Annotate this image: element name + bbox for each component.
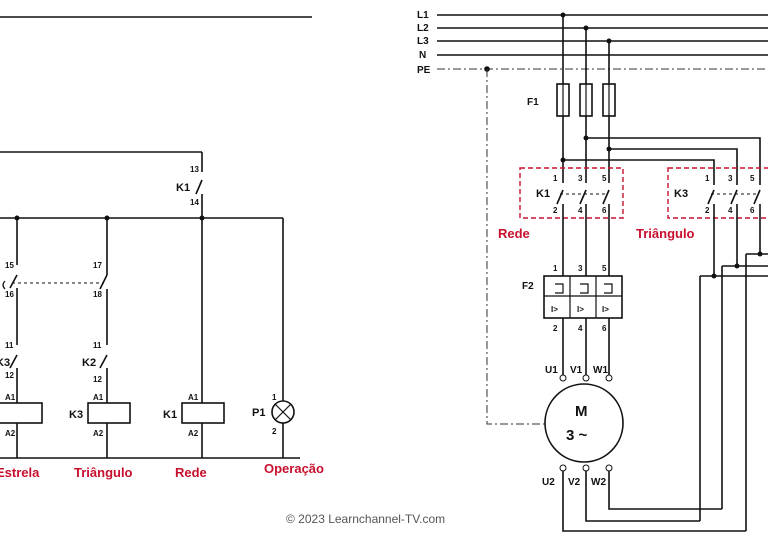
relay-terminal-6: 6 xyxy=(602,324,607,333)
triangulo-contact-bottom: 18 xyxy=(93,290,102,299)
lamp-bottom-terminal: 2 xyxy=(272,427,277,436)
relay-terminal-2: 2 xyxy=(553,324,558,333)
estrela-caption: Estrela xyxy=(0,465,40,480)
motor: M 3 ~ U1 V1 W1 U2 V2 W2 xyxy=(542,365,624,488)
fuses-f1: F1 xyxy=(527,83,616,117)
estrela-nc-bottom: 12 xyxy=(5,371,14,380)
power-circuit: L1 L2 L3 N PE F1 xyxy=(417,10,768,532)
relay-symbol-3: I> xyxy=(602,305,609,314)
estrela-coil-top: A1 xyxy=(5,393,16,402)
control-circuit: 13 K1 14 15 16 11 K3 12 A1 A2 Estrela xyxy=(0,16,324,480)
k3-terminal-1: 1 xyxy=(705,174,710,183)
fuse-label: F1 xyxy=(527,97,539,108)
column-rede: A1 K1 A2 Rede xyxy=(163,218,225,480)
k3-label: K3 xyxy=(674,188,688,200)
estrela-nc-top: 11 xyxy=(5,341,14,350)
k1-terminal-2: 2 xyxy=(553,206,558,215)
relay-terminal-5: 5 xyxy=(602,264,607,273)
rede-caption: Rede xyxy=(175,465,207,480)
k1-hold-contact: 13 K1 14 xyxy=(176,165,203,218)
k1-hold-label: K1 xyxy=(176,182,190,194)
k3-terminal-4: 4 xyxy=(728,206,733,215)
column-triangulo: 17 18 11 K2 12 A1 K3 A2 Triângulo xyxy=(69,218,133,480)
pe-wire xyxy=(486,69,546,425)
line-l3-label: L3 xyxy=(417,36,429,47)
k1-hold-bottom-terminal: 14 xyxy=(190,198,199,207)
k3-terminal-5: 5 xyxy=(750,174,755,183)
copyright-text: © 2023 Learnchannel-TV.com xyxy=(286,512,445,526)
k1-hold-top-terminal: 13 xyxy=(190,165,199,174)
triangulo-nc-bottom: 12 xyxy=(93,375,102,384)
relay-terminal-1: 1 xyxy=(553,264,558,273)
relay-label: F2 xyxy=(522,281,534,292)
lamp-top-terminal: 1 xyxy=(272,393,277,402)
line-pe-label: PE xyxy=(417,65,431,76)
k1-terminal-1: 1 xyxy=(553,174,558,183)
relay-terminal-3: 3 xyxy=(578,264,583,273)
contactor-k3-main: 1 3 5 2 4 6 K3 Triângulo xyxy=(636,167,768,241)
lamp-label: P1 xyxy=(252,407,265,419)
triangulo-nc-top: 11 xyxy=(93,341,102,350)
rede-coil-bottom: A2 xyxy=(188,429,199,438)
triangulo-coil-bottom: A2 xyxy=(93,429,104,438)
relay-symbol-2: I> xyxy=(577,305,584,314)
k3-terminal-2: 2 xyxy=(705,206,710,215)
triangulo-contact-top: 17 xyxy=(93,261,102,270)
triangulo-coil-label: K3 xyxy=(69,409,83,421)
k1-terminal-6: 6 xyxy=(602,206,607,215)
motor-letter: M xyxy=(575,403,588,420)
k1-terminal-4: 4 xyxy=(578,206,583,215)
column-operacao: 1 P1 2 Operação xyxy=(252,218,324,476)
k3-terminal-6: 6 xyxy=(750,206,755,215)
triangulo-coil-top: A1 xyxy=(93,393,104,402)
column-estrela: 15 16 11 K3 12 A1 A2 Estrela xyxy=(0,218,43,480)
triangulo-group-caption: Triângulo xyxy=(636,226,695,241)
motor-u2: U2 xyxy=(542,477,555,488)
motor-u1: U1 xyxy=(545,365,558,376)
rede-group-caption: Rede xyxy=(498,226,530,241)
motor-w1: W1 xyxy=(593,365,608,376)
relay-terminal-4: 4 xyxy=(578,324,583,333)
estrela-contact-top: 15 xyxy=(5,261,14,270)
relay-symbol-1: I> xyxy=(551,305,558,314)
line-n-label: N xyxy=(419,50,426,61)
line-l1-label: L1 xyxy=(417,10,429,21)
estrela-contact-bottom: 16 xyxy=(5,290,14,299)
motor-w2: W2 xyxy=(591,477,606,488)
overload-relay-f2: I> I> I> 1 3 5 2 4 6 F2 xyxy=(522,264,623,333)
k1-label: K1 xyxy=(536,188,550,200)
k1-terminal-5: 5 xyxy=(602,174,607,183)
operacao-caption: Operação xyxy=(264,461,324,476)
triangulo-nc-label: K2 xyxy=(82,357,96,369)
k3-terminal-3: 3 xyxy=(728,174,733,183)
rede-coil-top: A1 xyxy=(188,393,199,402)
triangulo-caption: Triângulo xyxy=(74,465,133,480)
k1-terminal-3: 3 xyxy=(578,174,583,183)
motor-phase: 3 ~ xyxy=(566,427,588,444)
motor-v1: V1 xyxy=(570,365,583,376)
line-l2-label: L2 xyxy=(417,23,429,34)
rede-coil-label: K1 xyxy=(163,409,177,421)
motor-v2: V2 xyxy=(568,477,581,488)
contactor-k1-main: 1 3 5 2 4 6 K1 Rede xyxy=(498,167,624,277)
estrela-coil-bottom: A2 xyxy=(5,429,16,438)
estrela-nc-label: K3 xyxy=(0,357,10,369)
